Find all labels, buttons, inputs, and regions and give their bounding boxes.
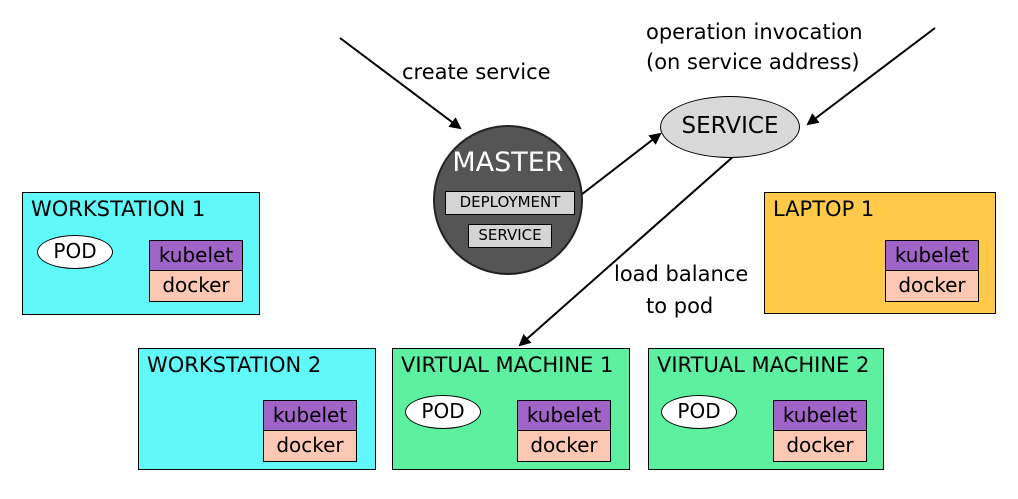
- create-service-arrow: [339, 37, 462, 130]
- operation-invocation-arrow: [806, 27, 936, 126]
- workstation-1: WORKSTATION 1 POD kubelet docker: [22, 192, 260, 315]
- workstation-2: WORKSTATION 2 kubelet docker: [138, 348, 376, 470]
- workstation-2-kubelet: kubelet: [263, 400, 357, 431]
- virtual-machine-1: VIRTUAL MACHINE 1 POD kubelet docker: [392, 348, 630, 470]
- virtual-machine-1-kubelet: kubelet: [517, 400, 611, 431]
- load-balance-sublabel: to pod: [646, 294, 714, 318]
- master-service-box: SERVICE: [468, 224, 552, 248]
- virtual-machine-1-title: VIRTUAL MACHINE 1: [401, 353, 614, 377]
- workstation-1-kubelet: kubelet: [149, 240, 243, 271]
- virtual-machine-1-pod: POD: [405, 395, 481, 429]
- workstation-1-docker: docker: [149, 271, 243, 302]
- service-node: SERVICE: [660, 96, 800, 158]
- laptop-1-kubelet: kubelet: [885, 240, 979, 271]
- master-deployment-box: DEPLOYMENT: [445, 191, 575, 215]
- laptop-1: LAPTOP 1 kubelet docker: [764, 192, 996, 314]
- virtual-machine-2-title: VIRTUAL MACHINE 2: [657, 353, 870, 377]
- master-title: MASTER: [452, 147, 564, 178]
- workstation-2-title: WORKSTATION 2: [147, 353, 322, 377]
- laptop-1-docker: docker: [885, 271, 979, 302]
- laptop-1-title: LAPTOP 1: [773, 197, 875, 221]
- virtual-machine-2-kubelet: kubelet: [773, 400, 867, 431]
- master-node: MASTER DEPLOYMENT SERVICE: [433, 125, 583, 275]
- virtual-machine-1-docker: docker: [517, 431, 611, 462]
- workstation-1-title: WORKSTATION 1: [31, 197, 206, 221]
- virtual-machine-2: VIRTUAL MACHINE 2 POD kubelet docker: [648, 348, 884, 470]
- workstation-1-pod: POD: [37, 235, 113, 269]
- operation-invocation-label: operation invocation: [646, 20, 863, 44]
- virtual-machine-2-docker: docker: [773, 431, 867, 462]
- load-balance-label: load balance: [614, 262, 749, 286]
- create-service-label: create service: [402, 60, 551, 84]
- virtual-machine-2-pod: POD: [661, 395, 737, 429]
- operation-invocation-sublabel: (on service address): [646, 50, 860, 74]
- load-balance-arrow: [518, 154, 736, 347]
- workstation-2-docker: docker: [263, 431, 357, 462]
